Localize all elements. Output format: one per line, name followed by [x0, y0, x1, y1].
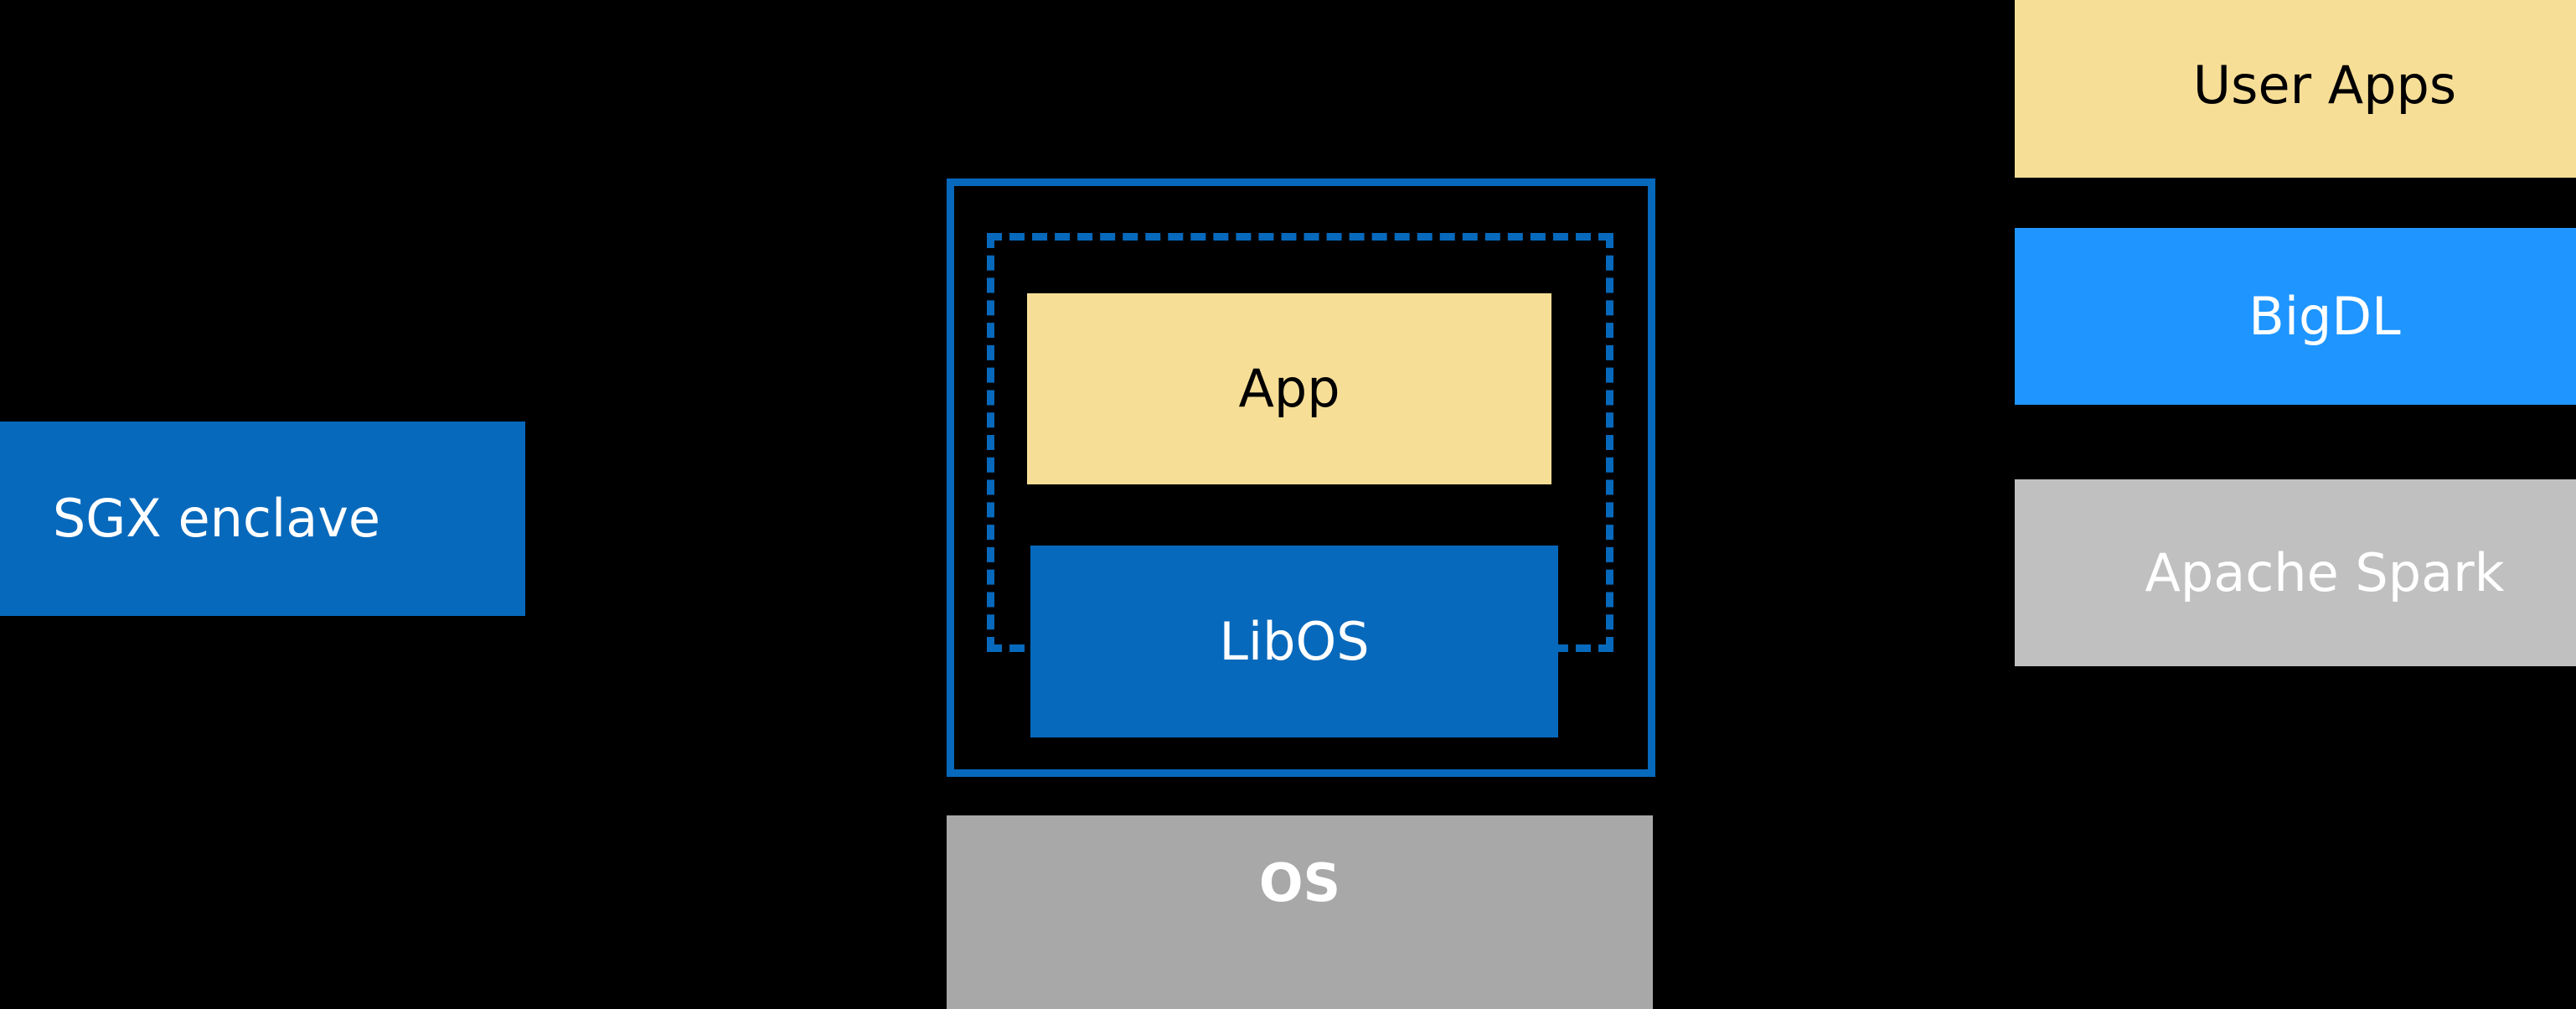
- libos-label: LibOS: [1219, 610, 1370, 672]
- enclave-frame[interactable]: [947, 179, 1655, 777]
- sgx-enclave-box[interactable]: SGX enclave: [0, 422, 525, 616]
- apache-spark-label: Apache Spark: [2145, 541, 2505, 603]
- app-label: App: [1238, 358, 1340, 420]
- app-box[interactable]: App: [1027, 293, 1551, 484]
- user-apps-label: User Apps: [2192, 54, 2457, 116]
- os-box[interactable]: OS: [947, 815, 1653, 1009]
- bigdl-label: BigDL: [2248, 285, 2401, 347]
- libos-box[interactable]: LibOS: [1030, 546, 1558, 737]
- apache-spark-box[interactable]: Apache Spark: [2015, 479, 2576, 666]
- user-apps-box[interactable]: User Apps: [2015, 0, 2576, 178]
- sgx-enclave-label: SGX enclave: [52, 488, 381, 550]
- connector-sgx-enclave: [532, 390, 947, 536]
- os-label: OS: [1258, 852, 1341, 913]
- bigdl-box[interactable]: BigDL: [2015, 228, 2576, 405]
